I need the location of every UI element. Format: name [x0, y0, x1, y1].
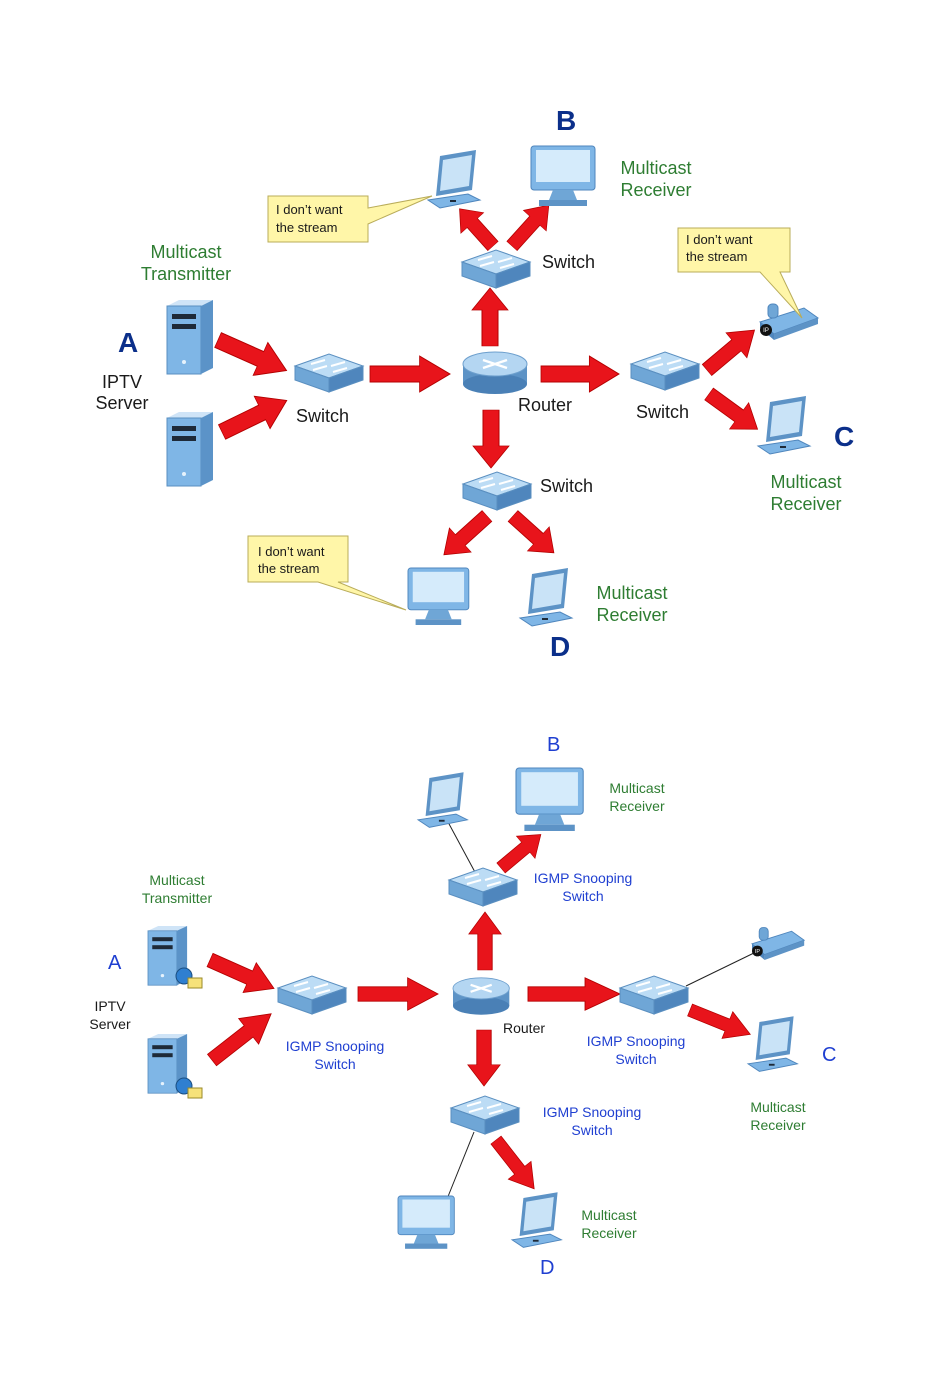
switch-icon — [619, 975, 689, 1015]
switch-icon — [277, 975, 347, 1015]
router-label: Router — [518, 395, 572, 415]
router-icon — [461, 350, 529, 396]
bottom-diagram: B A C D Multicast Transmitter IPTV Serve… — [89, 734, 836, 1279]
switch-label: IGMP Snooping — [587, 1033, 686, 1049]
red-arrow-icon — [684, 996, 757, 1049]
receiver-label: Multicast — [750, 1099, 805, 1115]
receiver-label: Multicast — [581, 1207, 636, 1223]
red-arrow-icon — [484, 1130, 546, 1199]
desktop-icon — [407, 567, 470, 626]
label-d: D — [550, 631, 570, 662]
receiver-label: Receiver — [620, 180, 691, 200]
transmitter-label: Transmitter — [142, 890, 213, 906]
red-arrow-icon — [699, 380, 768, 443]
switch-icon — [630, 351, 700, 391]
laptop-icon — [757, 395, 811, 455]
label-b: B — [547, 734, 560, 756]
red-arrow-icon — [501, 503, 566, 566]
red-arrow-icon — [468, 911, 502, 971]
receiver-label: Multicast — [620, 158, 691, 178]
desktop-icon — [397, 1195, 455, 1250]
receiver-label: Multicast — [609, 780, 664, 796]
receiver-label: Multicast — [596, 583, 667, 603]
laptop-icon — [747, 1015, 798, 1072]
switch-label: Switch — [562, 888, 603, 904]
red-arrow-icon — [447, 198, 505, 257]
switch-icon — [448, 867, 518, 907]
router-icon — [451, 976, 511, 1016]
red-arrow-icon — [201, 1000, 282, 1074]
switch-label: IGMP Snooping — [534, 870, 633, 886]
red-arrow-icon — [471, 287, 509, 347]
bubble-text: I don’t want — [276, 202, 343, 217]
router-label: Router — [503, 1020, 545, 1036]
receiver-label: Receiver — [581, 1225, 637, 1241]
laptop-icon — [417, 771, 468, 828]
server-icon — [166, 411, 214, 487]
switch-label: Switch — [296, 406, 349, 426]
server-label: Server — [95, 393, 148, 413]
red-arrow-icon — [540, 355, 620, 393]
red-arrow-icon — [369, 355, 451, 393]
switch-label: Switch — [314, 1056, 355, 1072]
server-icon — [147, 925, 203, 989]
laptop-icon — [511, 1191, 562, 1248]
speech-bubble-icon — [267, 195, 433, 243]
red-arrow-icon — [527, 977, 621, 1011]
server-label: IPTV — [94, 998, 126, 1014]
desktop-icon — [530, 145, 596, 207]
receiver-label: Receiver — [770, 494, 841, 514]
red-arrow-icon — [696, 317, 766, 383]
switch-label: Switch — [636, 402, 689, 422]
laptop-icon — [519, 567, 573, 627]
speech-bubble-icon — [247, 535, 407, 611]
receiver-label: Receiver — [750, 1117, 806, 1133]
switch-label: IGMP Snooping — [286, 1038, 385, 1054]
receiver-label: Receiver — [596, 605, 667, 625]
desktop-icon — [515, 767, 584, 832]
server-label: Server — [89, 1016, 131, 1032]
switch-icon — [450, 1095, 520, 1135]
switch-label: Switch — [540, 476, 593, 496]
receiver-label: Multicast — [770, 472, 841, 492]
bubble-text: the stream — [258, 561, 319, 576]
bubble-text: I don’t want — [686, 232, 753, 247]
transmitter-label: Multicast — [149, 872, 204, 888]
red-arrow-icon — [213, 383, 296, 449]
red-arrow-icon — [432, 503, 499, 568]
server-label: IPTV — [102, 372, 142, 392]
switch-label: IGMP Snooping — [543, 1104, 642, 1120]
switch-label: Switch — [615, 1051, 656, 1067]
red-arrow-icon — [472, 409, 510, 469]
switch-icon — [462, 471, 532, 511]
server-icon — [166, 299, 214, 375]
speech-bubble-icon — [677, 227, 803, 319]
label-c: C — [822, 1044, 836, 1066]
transmitter-label: Multicast — [150, 242, 221, 262]
red-arrow-icon — [210, 323, 295, 388]
transmitter-label: Transmitter — [141, 264, 231, 284]
switch-icon — [294, 353, 364, 393]
red-arrow-icon — [357, 977, 439, 1011]
label-a: A — [118, 327, 138, 358]
receiver-label: Receiver — [609, 798, 665, 814]
bubble-text: the stream — [276, 220, 337, 235]
label-a: A — [108, 952, 122, 974]
label-c: C — [834, 421, 854, 452]
switch-icon — [461, 249, 531, 289]
label-d: D — [540, 1257, 554, 1279]
bubble-text: I don’t want — [258, 544, 325, 559]
ip-phone-icon — [751, 927, 805, 961]
red-arrow-icon — [467, 1029, 501, 1087]
switch-label: Switch — [542, 252, 595, 272]
switch-label: Switch — [571, 1122, 612, 1138]
top-diagram: B A C D Multicast Transmitter IPTV Serve… — [95, 105, 854, 662]
ip-phone-icon — [759, 303, 819, 341]
server-icon — [147, 1033, 203, 1099]
bubble-text: the stream — [686, 249, 747, 264]
laptop-icon — [427, 149, 481, 209]
red-arrow-icon — [202, 944, 281, 1004]
label-b: B — [556, 105, 576, 136]
